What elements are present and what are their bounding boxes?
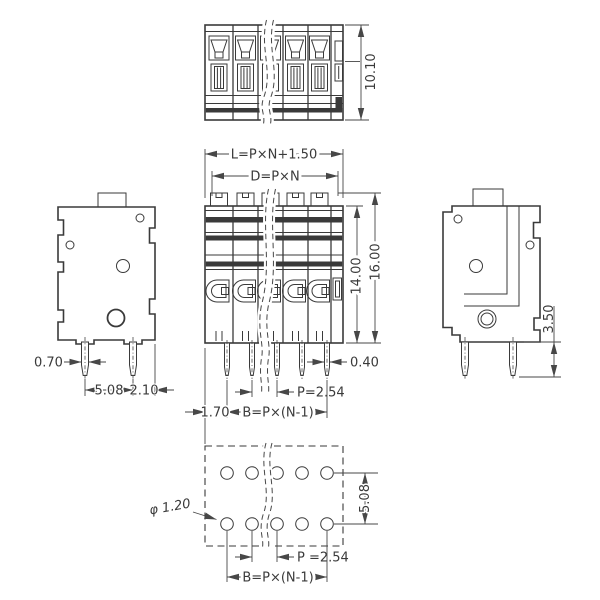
dim-hole-diameter: φ 1.20 <box>148 496 217 520</box>
dim-edge-offset: 2.10 <box>129 344 174 400</box>
top-view-break-lines <box>259 18 278 126</box>
pcb-hole <box>245 466 259 480</box>
solder-pin <box>224 339 230 380</box>
solder-pin <box>461 336 469 381</box>
top-view-cell <box>208 35 230 92</box>
dim-pin-width-side-label: 0.70 <box>34 356 63 371</box>
dim-body-height: 14.00 <box>346 205 368 343</box>
dim-pitch-footprint-label: P =2.54 <box>297 551 349 566</box>
mounting-hole-medium <box>116 259 130 273</box>
dim-pin-length-label: 3.50 <box>542 305 557 334</box>
solder-pin <box>274 339 280 380</box>
dim-pin-length: 3.50 <box>519 305 561 378</box>
mounting-hole-medium <box>469 259 483 273</box>
mounting-hole-small <box>65 240 75 250</box>
wire-entry-hole <box>282 279 306 342</box>
dim-pin-span-front: 1.70 B=P×(N-1) <box>185 348 328 444</box>
solder-pin <box>509 336 517 381</box>
pcb-hole <box>220 466 234 480</box>
dim-pin-spacing: 5.08 <box>84 379 134 400</box>
top-view-cell <box>285 35 306 92</box>
dim-end-offset-label: 1.70 <box>201 406 230 421</box>
end-strip-detail <box>332 277 342 301</box>
dim-pitch-front-label: P=2.54 <box>297 386 345 401</box>
dim-pin-width-front-label: 0.40 <box>350 356 379 371</box>
pcb-hole <box>270 517 284 531</box>
dim-body-height-label: 14.00 <box>350 257 365 294</box>
dim-row-spacing-label: 5.08 <box>358 484 373 513</box>
dim-pin-span-front-label: B=P×(N-1) <box>242 406 313 421</box>
solder-pin <box>249 339 255 380</box>
top-view-cell <box>235 35 256 92</box>
left-view-body-outline <box>57 206 156 345</box>
top-tab <box>472 188 504 207</box>
top-tab <box>97 192 127 208</box>
pcb-hole <box>220 517 234 531</box>
top-view-cell <box>309 35 330 92</box>
dim-hole-span-label: B=P×(N-1) <box>242 571 313 586</box>
mounting-hole-large <box>477 309 497 329</box>
left-side-view: 0.70 5.08 2.10 <box>34 192 174 400</box>
wire-entry-hole <box>306 279 330 342</box>
dim-pin-width-side: 0.70 <box>34 356 106 371</box>
push-button <box>236 192 255 207</box>
wire-entry-hole <box>232 279 256 342</box>
pcb-hole <box>245 517 259 531</box>
mounting-hole-small <box>453 214 463 224</box>
solder-pin <box>81 336 89 381</box>
dim-contact-length: D=P×N <box>211 167 339 196</box>
mounting-hole-large <box>106 308 126 328</box>
dim-total-height: 16.00 <box>338 192 387 344</box>
dim-total-height-label: 16.00 <box>369 243 384 280</box>
dim-pin-width-front: 0.40 <box>307 356 379 371</box>
footprint-view: φ 1.20 5.08 P =2.54 B=P×(N-1) <box>148 441 378 589</box>
pcb-hole <box>320 517 334 531</box>
dim-pitch-front: P=2.54 <box>235 380 345 401</box>
dim-pitch-footprint: P =2.54 <box>235 531 349 566</box>
end-strip-detail <box>334 40 343 62</box>
dim-top-height: 10.10 <box>345 24 379 121</box>
dim-overall-length: L=P×N+1.50 <box>204 145 344 198</box>
dim-contact-length-label: D=P×N <box>250 170 299 185</box>
right-view-body-outline <box>442 205 541 343</box>
pcb-hole <box>320 466 334 480</box>
dim-pin-spacing-label: 5.08 <box>95 384 124 399</box>
footprint-break-lines <box>259 441 275 551</box>
dim-overall-length-label: L=P×N+1.50 <box>231 148 317 163</box>
solder-pin <box>299 339 305 380</box>
dim-hole-span: B=P×(N-1) <box>226 531 328 589</box>
pcb-hole <box>295 517 309 531</box>
front-view: L=P×N+1.50 D=P×N 16.00 14.00 0.40 <box>185 145 387 444</box>
wire-entry-hole <box>205 279 230 342</box>
dim-edge-offset-label: 2.10 <box>130 384 159 399</box>
right-side-view: 3.50 <box>442 188 561 381</box>
front-view-break-lines <box>257 187 278 397</box>
dim-hole-diameter-label: φ 1.20 <box>148 496 192 518</box>
top-view: 10.10 <box>204 18 379 126</box>
pcb-hole <box>295 466 309 480</box>
mounting-hole-small <box>525 240 535 250</box>
dim-row-spacing: 5.08 <box>334 472 378 525</box>
solder-pin <box>324 339 330 380</box>
push-button <box>286 192 305 207</box>
mounting-hole-small <box>135 213 145 223</box>
footprint-outline <box>204 445 344 547</box>
solder-pin <box>129 336 137 381</box>
dim-top-height-label: 10.10 <box>364 53 379 90</box>
push-button <box>310 192 329 207</box>
push-button <box>210 192 228 207</box>
